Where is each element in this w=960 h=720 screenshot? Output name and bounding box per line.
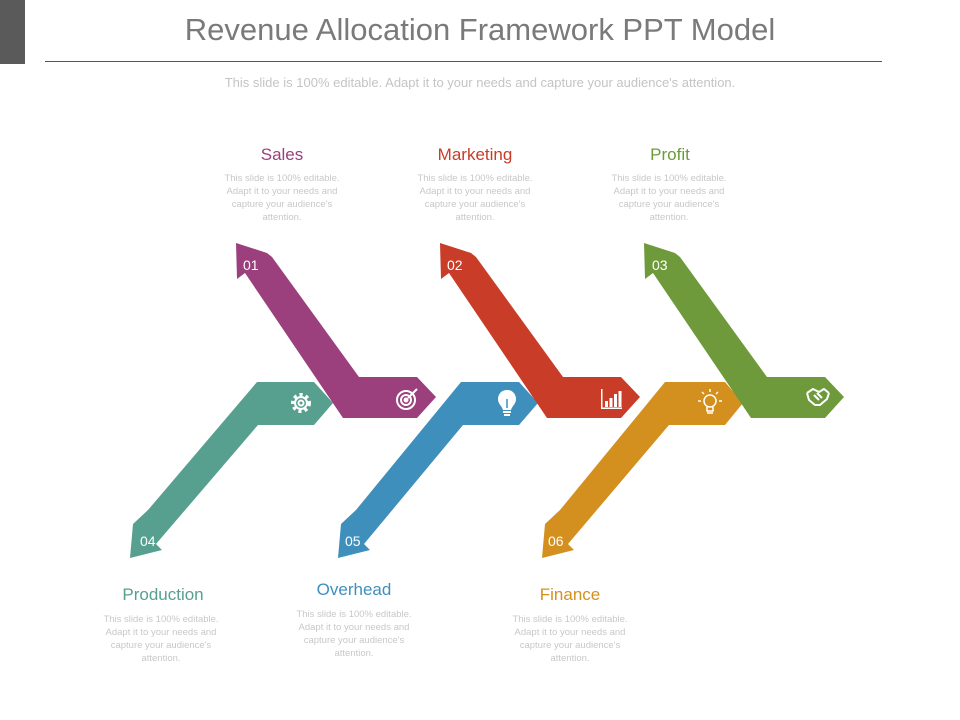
corner-accent: [0, 0, 25, 64]
target-icon: [396, 388, 418, 410]
arrow-04-shape: [130, 382, 333, 558]
arrow-01-number: 01: [243, 257, 259, 273]
arrow-03: 03: [644, 243, 844, 418]
title-divider: [45, 61, 882, 62]
step-description-marketing: This slide is 100% editable. Adapt it to…: [417, 173, 533, 223]
step-label-profit: Profit: [650, 145, 690, 164]
lightbulb-icon: [498, 390, 516, 416]
handshake-icon: [806, 388, 830, 406]
arrow-06: 06: [542, 382, 743, 558]
arrow-03-number: 03: [652, 257, 668, 273]
arrow-01-shape: [236, 243, 436, 418]
arrow-02: 02: [440, 243, 640, 418]
step-label-sales: Sales: [260, 145, 304, 164]
step-description-overhead: This slide is 100% editable. Adapt it to…: [296, 609, 412, 659]
step-label-overhead: Overhead: [316, 580, 392, 599]
step-description-production: This slide is 100% editable. Adapt it to…: [103, 614, 219, 664]
arrow-01: 01: [236, 243, 436, 418]
arrow-06-number: 06: [548, 533, 564, 549]
arrow-05-number: 05: [345, 533, 361, 549]
idea-bulb-icon: [698, 389, 722, 414]
arrow-05: 05: [338, 382, 538, 558]
arrow-05-shape: [338, 382, 538, 558]
step-description-finance: This slide is 100% editable. Adapt it to…: [512, 614, 628, 664]
step-label-marketing: Marketing: [437, 145, 513, 164]
arrow-04-number: 04: [140, 533, 156, 549]
step-description-sales: This slide is 100% editable. Adapt it to…: [224, 173, 340, 223]
arrow-02-shape: [440, 243, 640, 418]
gear-icon: [291, 393, 311, 413]
bar-chart-icon: [601, 389, 622, 409]
step-label-finance: Finance: [539, 585, 601, 604]
slide-title: Revenue Allocation Framework PPT Model: [184, 12, 776, 47]
step-description-profit: This slide is 100% editable. Adapt it to…: [611, 173, 727, 223]
arrow-04: 04: [130, 382, 333, 558]
arrow-02-number: 02: [447, 257, 463, 273]
arrow-06-shape: [542, 382, 743, 558]
arrow-03-shape: [644, 243, 844, 418]
slide-subtitle: This slide is 100% editable. Adapt it to…: [224, 75, 736, 90]
step-label-production: Production: [122, 585, 204, 604]
